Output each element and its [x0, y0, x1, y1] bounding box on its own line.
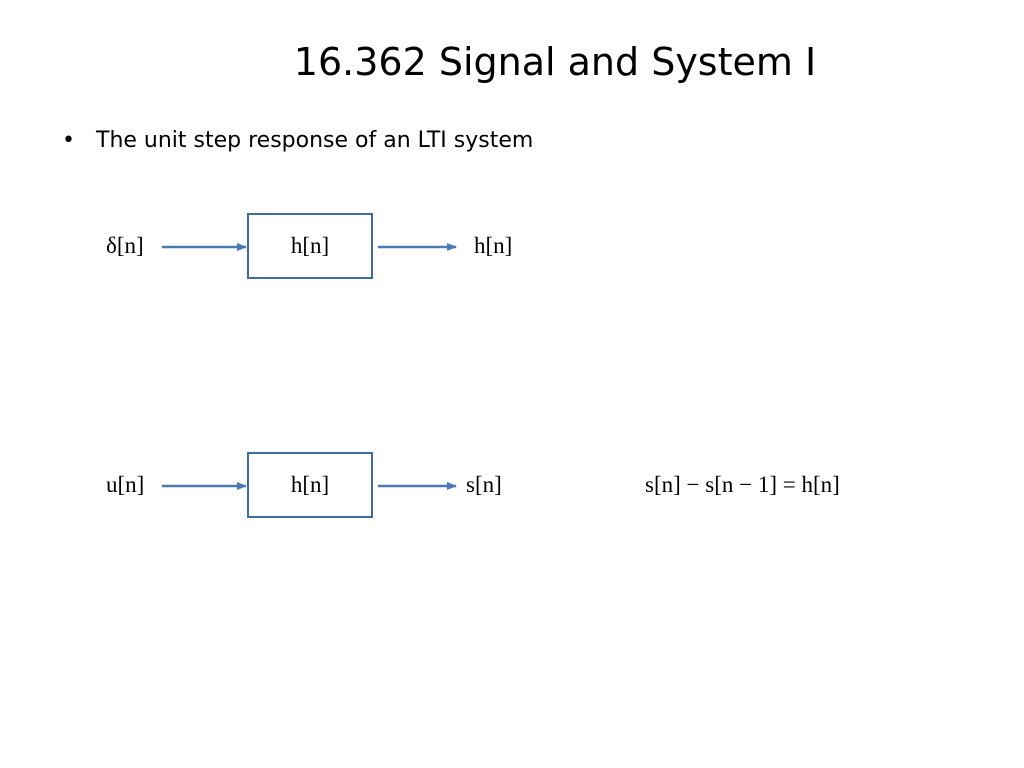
bottom-block-label: h[n] — [290, 472, 330, 497]
bullet-marker: • — [62, 128, 75, 153]
slide-title: 16.362 Signal and System I — [293, 40, 817, 84]
difference-equation: s[n] − s[n − 1] = h[n] — [645, 472, 840, 497]
bullet-text: The unit step response of an LTI system — [96, 128, 534, 153]
top-block-label: h[n] — [290, 233, 330, 258]
top-system-block: h[n] — [247, 213, 373, 279]
top-output-label: h[n] — [474, 233, 513, 258]
bottom-input-label: u[n] — [106, 472, 145, 497]
bottom-output-label: s[n] — [466, 472, 502, 497]
bullet-item: • The unit step response of an LTI system — [62, 128, 533, 153]
top-input-label: δ[n] — [106, 233, 144, 258]
bottom-system-block: h[n] — [247, 452, 373, 518]
